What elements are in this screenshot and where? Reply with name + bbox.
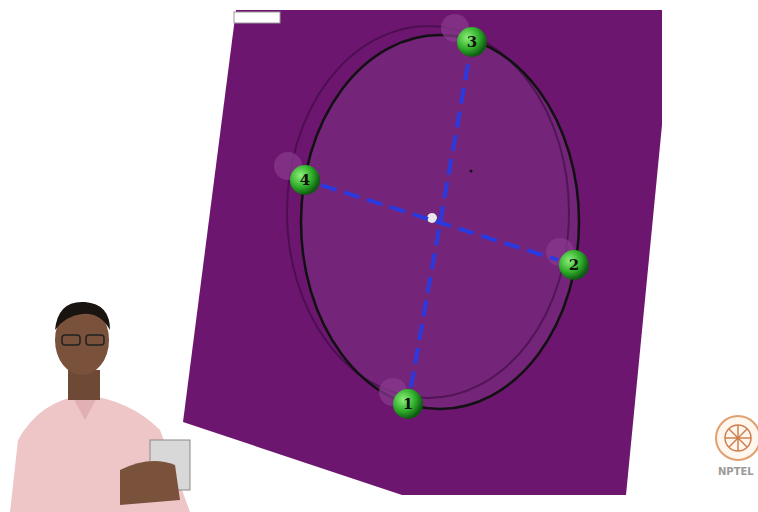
green-ball: 2 — [558, 249, 590, 281]
logo-text: NPTEL — [718, 466, 754, 477]
tool-box — [234, 12, 280, 23]
ball-number: 2 — [569, 258, 579, 273]
center-dot — [427, 213, 437, 223]
green-ball: 1 — [392, 388, 424, 420]
inner-disc — [301, 35, 579, 409]
ghost-balls — [274, 14, 574, 406]
green-ball: 3 — [456, 26, 488, 58]
ring — [301, 35, 579, 409]
dashed-rod — [321, 185, 558, 260]
presenter — [10, 302, 190, 512]
marker-dot — [470, 170, 473, 173]
ball-number: 4 — [300, 173, 310, 188]
green-ball: 4 — [289, 164, 321, 196]
plate — [183, 10, 662, 495]
dashed-rod — [411, 59, 469, 388]
ball-number: 1 — [403, 397, 413, 412]
ghost-ring — [287, 26, 569, 398]
ball-number: 3 — [467, 35, 477, 50]
nptel-logo — [716, 416, 758, 460]
